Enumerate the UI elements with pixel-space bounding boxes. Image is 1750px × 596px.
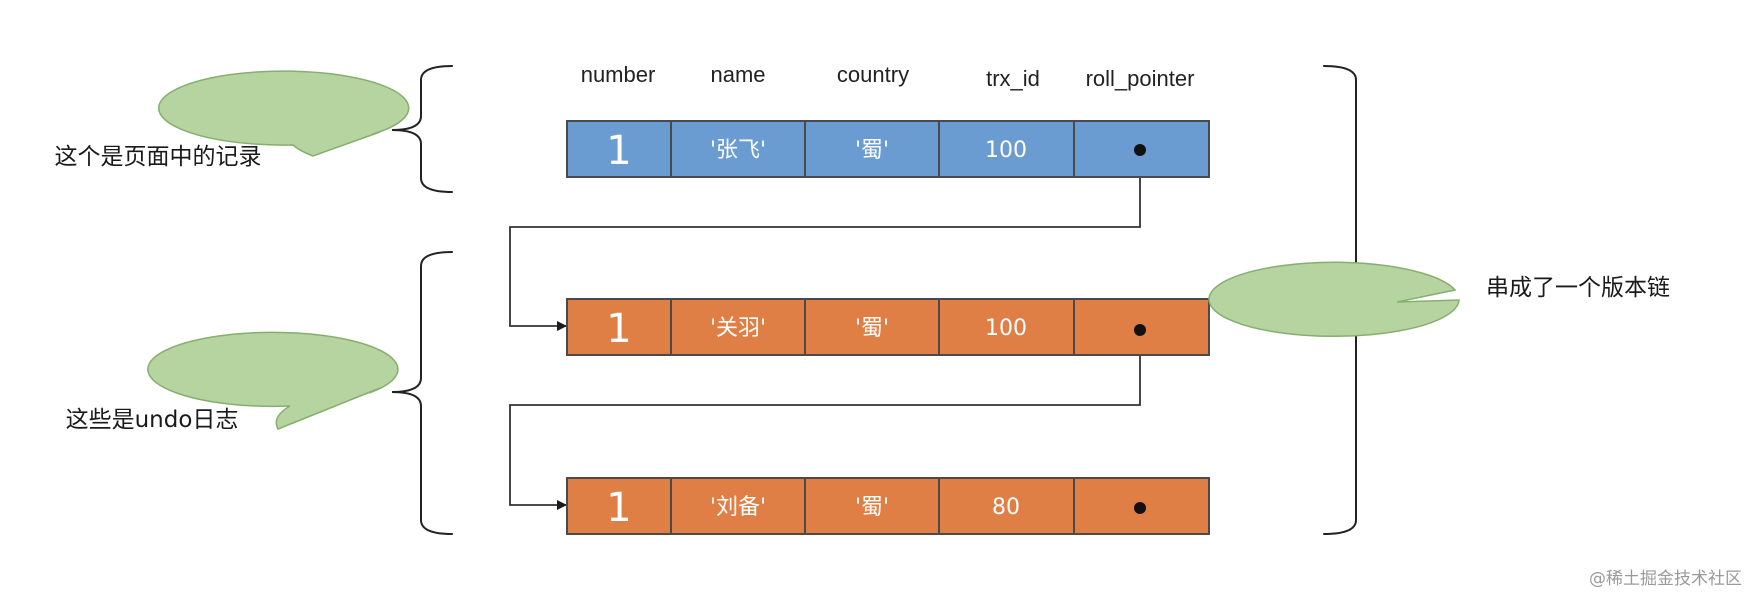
record-row-1: 1 '张飞' '蜀' 100 bbox=[566, 120, 1210, 178]
row2-cell-trx-id bbox=[938, 298, 1075, 356]
row1-cell-trx-id bbox=[938, 120, 1075, 178]
row1-country: '蜀' bbox=[855, 138, 889, 163]
record-row-3: 1 '刘备' '蜀' 80 bbox=[566, 477, 1210, 535]
row2-cell-country bbox=[804, 298, 940, 356]
row3-country: '蜀' bbox=[855, 495, 889, 520]
row3-cell-number bbox=[566, 477, 672, 535]
callout-page-record-text: 这个是页面中的记录 bbox=[55, 144, 262, 170]
left-brace-page-record bbox=[391, 65, 453, 193]
callout-page-record-bubble bbox=[157, 70, 410, 157]
callout-page-record: 这个是页面中的记录 bbox=[55, 70, 410, 170]
row1-trx-id: 100 bbox=[985, 138, 1027, 163]
link-row1-to-row2 bbox=[509, 150, 1141, 331]
row3-cell-name bbox=[670, 477, 806, 535]
row1-cell-name bbox=[670, 120, 806, 178]
row1-cell-country bbox=[804, 120, 940, 178]
row2-name: '关羽' bbox=[710, 316, 766, 341]
row3-pointer-dot bbox=[1134, 502, 1146, 514]
callout-version-chain: 串成了一个版本链 bbox=[1208, 261, 1670, 338]
row2-trx-id: 100 bbox=[985, 316, 1027, 341]
header-roll-pointer: roll_pointer bbox=[1086, 66, 1195, 91]
row3-number: 1 bbox=[606, 485, 631, 531]
row1-name: '张飞' bbox=[710, 138, 766, 163]
version-chain-links bbox=[509, 150, 1141, 510]
callout-version-chain-text: 串成了一个版本链 bbox=[1486, 275, 1670, 301]
callout-undo-logs-text: 这些是undo日志 bbox=[66, 407, 239, 433]
header-trx-id: trx_id bbox=[986, 66, 1040, 91]
row2-cell-name bbox=[670, 298, 806, 356]
row3-cell-trx-id bbox=[938, 477, 1075, 535]
callout-undo-logs: 这些是undo日志 bbox=[66, 331, 399, 433]
row2-cell-roll-pointer bbox=[1073, 298, 1210, 356]
header-name: name bbox=[710, 62, 765, 87]
row1-pointer-dot bbox=[1134, 144, 1146, 156]
watermark: @稀土掘金技术社区 bbox=[1589, 569, 1742, 589]
column-headers: number name country trx_id roll_pointer bbox=[581, 62, 1195, 91]
left-brace-undo-logs bbox=[391, 251, 453, 535]
row2-number: 1 bbox=[606, 306, 631, 352]
row2-country: '蜀' bbox=[855, 316, 889, 341]
row2-pointer-dot bbox=[1134, 324, 1146, 336]
link-row2-to-row3 bbox=[509, 330, 1141, 510]
callout-undo-logs-bubble bbox=[147, 331, 399, 430]
row1-number: 1 bbox=[606, 128, 631, 174]
row2-cell-number bbox=[566, 298, 672, 356]
row3-trx-id: 80 bbox=[992, 495, 1020, 520]
row3-name: '刘备' bbox=[710, 495, 766, 520]
header-number: number bbox=[581, 62, 656, 87]
callout-version-chain-bubble bbox=[1208, 261, 1460, 338]
header-country: country bbox=[837, 62, 909, 87]
record-row-2: 1 '关羽' '蜀' 100 bbox=[566, 298, 1210, 356]
